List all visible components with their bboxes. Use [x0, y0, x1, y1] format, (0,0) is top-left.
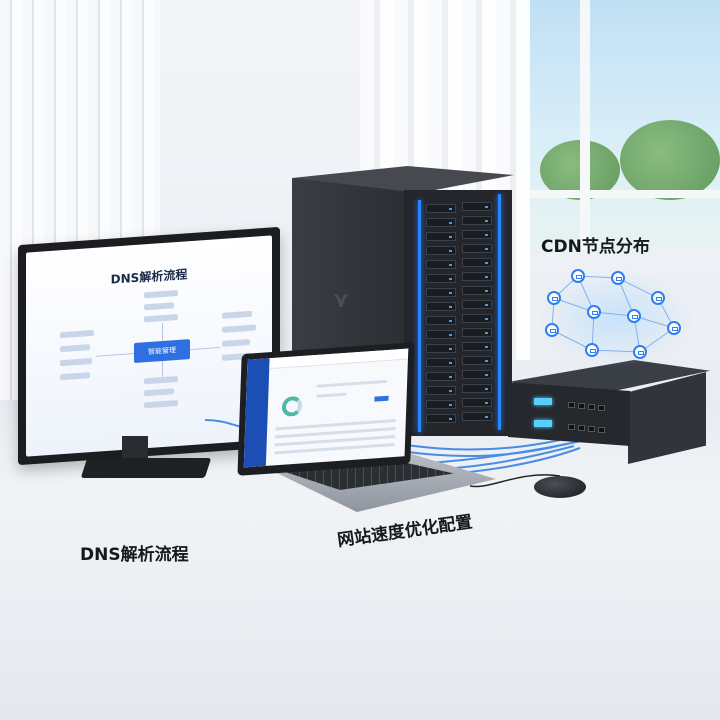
- server-logo: ⋎: [332, 288, 350, 313]
- drive-bay: [426, 372, 456, 381]
- flow-link: [162, 323, 163, 342]
- dashboard-sidebar: [243, 358, 270, 468]
- drive-bay: [426, 274, 456, 283]
- drive-bay: [462, 272, 492, 281]
- flow-node: [222, 310, 252, 319]
- drive-bay: [462, 216, 492, 225]
- drive-bay: [426, 414, 456, 423]
- drive-bay: [426, 260, 456, 269]
- cdn-node-icon: [545, 323, 559, 337]
- drive-bay: [426, 232, 456, 241]
- switch-port: [578, 403, 585, 409]
- led-strip: [418, 200, 421, 432]
- drive-bay: [426, 386, 456, 395]
- cdn-node-icon: [611, 271, 625, 285]
- drive-bay: [462, 244, 492, 253]
- cdn-node-icon: [633, 345, 647, 359]
- flow-link: [162, 361, 163, 378]
- dashboard-header: [269, 348, 409, 370]
- donut-chart-icon: [281, 395, 303, 418]
- switch-port: [588, 426, 595, 432]
- drive-bay: [462, 202, 492, 211]
- flow-node: [144, 289, 178, 299]
- flow-node: [222, 324, 256, 333]
- cdn-node-icon: [547, 291, 561, 305]
- monitor-base: [80, 458, 212, 478]
- cdn-node-icon: [587, 305, 601, 319]
- switch-port: [568, 402, 575, 408]
- drive-bay: [462, 328, 492, 337]
- drive-bay: [426, 218, 456, 227]
- drive-bay: [462, 342, 492, 351]
- network-switch: [508, 382, 630, 446]
- drive-bay: [426, 400, 456, 409]
- flow-node: [144, 302, 174, 311]
- led-strip: [498, 194, 501, 430]
- flow-link: [190, 347, 220, 351]
- dns-label: DNS解析流程: [80, 545, 189, 565]
- monitor-center-node: 智能管理: [134, 339, 190, 364]
- flow-node: [222, 338, 250, 347]
- switch-port: [568, 424, 575, 430]
- cdn-node-icon: [651, 291, 665, 305]
- cdn-node-icon: [585, 343, 599, 357]
- switch-display: [534, 398, 552, 405]
- flow-node: [144, 388, 174, 397]
- window-frame: [580, 0, 590, 250]
- cdn-label: CDN节点分布: [541, 237, 650, 257]
- flow-node: [60, 344, 90, 353]
- switch-port: [588, 404, 595, 410]
- flow-node: [60, 357, 92, 367]
- switch-port: [598, 427, 605, 433]
- drive-bay: [426, 316, 456, 325]
- laptop: [237, 342, 415, 476]
- flow-node: [144, 399, 178, 409]
- drive-bay: [426, 358, 456, 367]
- drive-bay: [462, 356, 492, 365]
- dashboard-button: [374, 395, 389, 402]
- dashboard-line: [316, 381, 358, 388]
- drive-bay: [462, 384, 492, 393]
- server-front-panel: [404, 190, 512, 436]
- drive-bay: [462, 258, 492, 267]
- drive-bay: [426, 246, 456, 255]
- flow-link: [96, 353, 134, 357]
- tree: [620, 120, 720, 200]
- drive-bay: [426, 288, 456, 297]
- cdn-node-icon: [571, 269, 585, 283]
- drive-bay: [426, 302, 456, 311]
- switch-display: [534, 420, 552, 427]
- drive-bay: [462, 286, 492, 295]
- drive-bay: [462, 412, 492, 421]
- drive-bay: [462, 230, 492, 239]
- flow-node: [60, 329, 94, 339]
- flow-node: [60, 372, 90, 381]
- drive-bay: [462, 314, 492, 323]
- window: [520, 0, 720, 250]
- switch-port: [598, 405, 605, 411]
- monitor-screen: DNS解析流程 智能管理: [26, 235, 272, 457]
- drive-bay: [462, 370, 492, 379]
- monitor-title: DNS解析流程: [110, 267, 188, 287]
- laptop-screen: [243, 348, 409, 468]
- dashboard-line: [316, 392, 347, 398]
- flow-node: [144, 375, 178, 385]
- switch-port: [578, 425, 585, 431]
- window-frame: [520, 190, 720, 198]
- drive-bay: [462, 398, 492, 407]
- drive-bay: [426, 330, 456, 339]
- computer-mouse: [534, 476, 586, 498]
- drive-bay: [426, 344, 456, 353]
- dashboard-line: [356, 379, 388, 385]
- flow-node: [144, 313, 178, 323]
- drive-bay: [426, 204, 456, 213]
- drive-bay: [462, 300, 492, 309]
- cdn-node-icon: [627, 309, 641, 323]
- cdn-node-icon: [667, 321, 681, 335]
